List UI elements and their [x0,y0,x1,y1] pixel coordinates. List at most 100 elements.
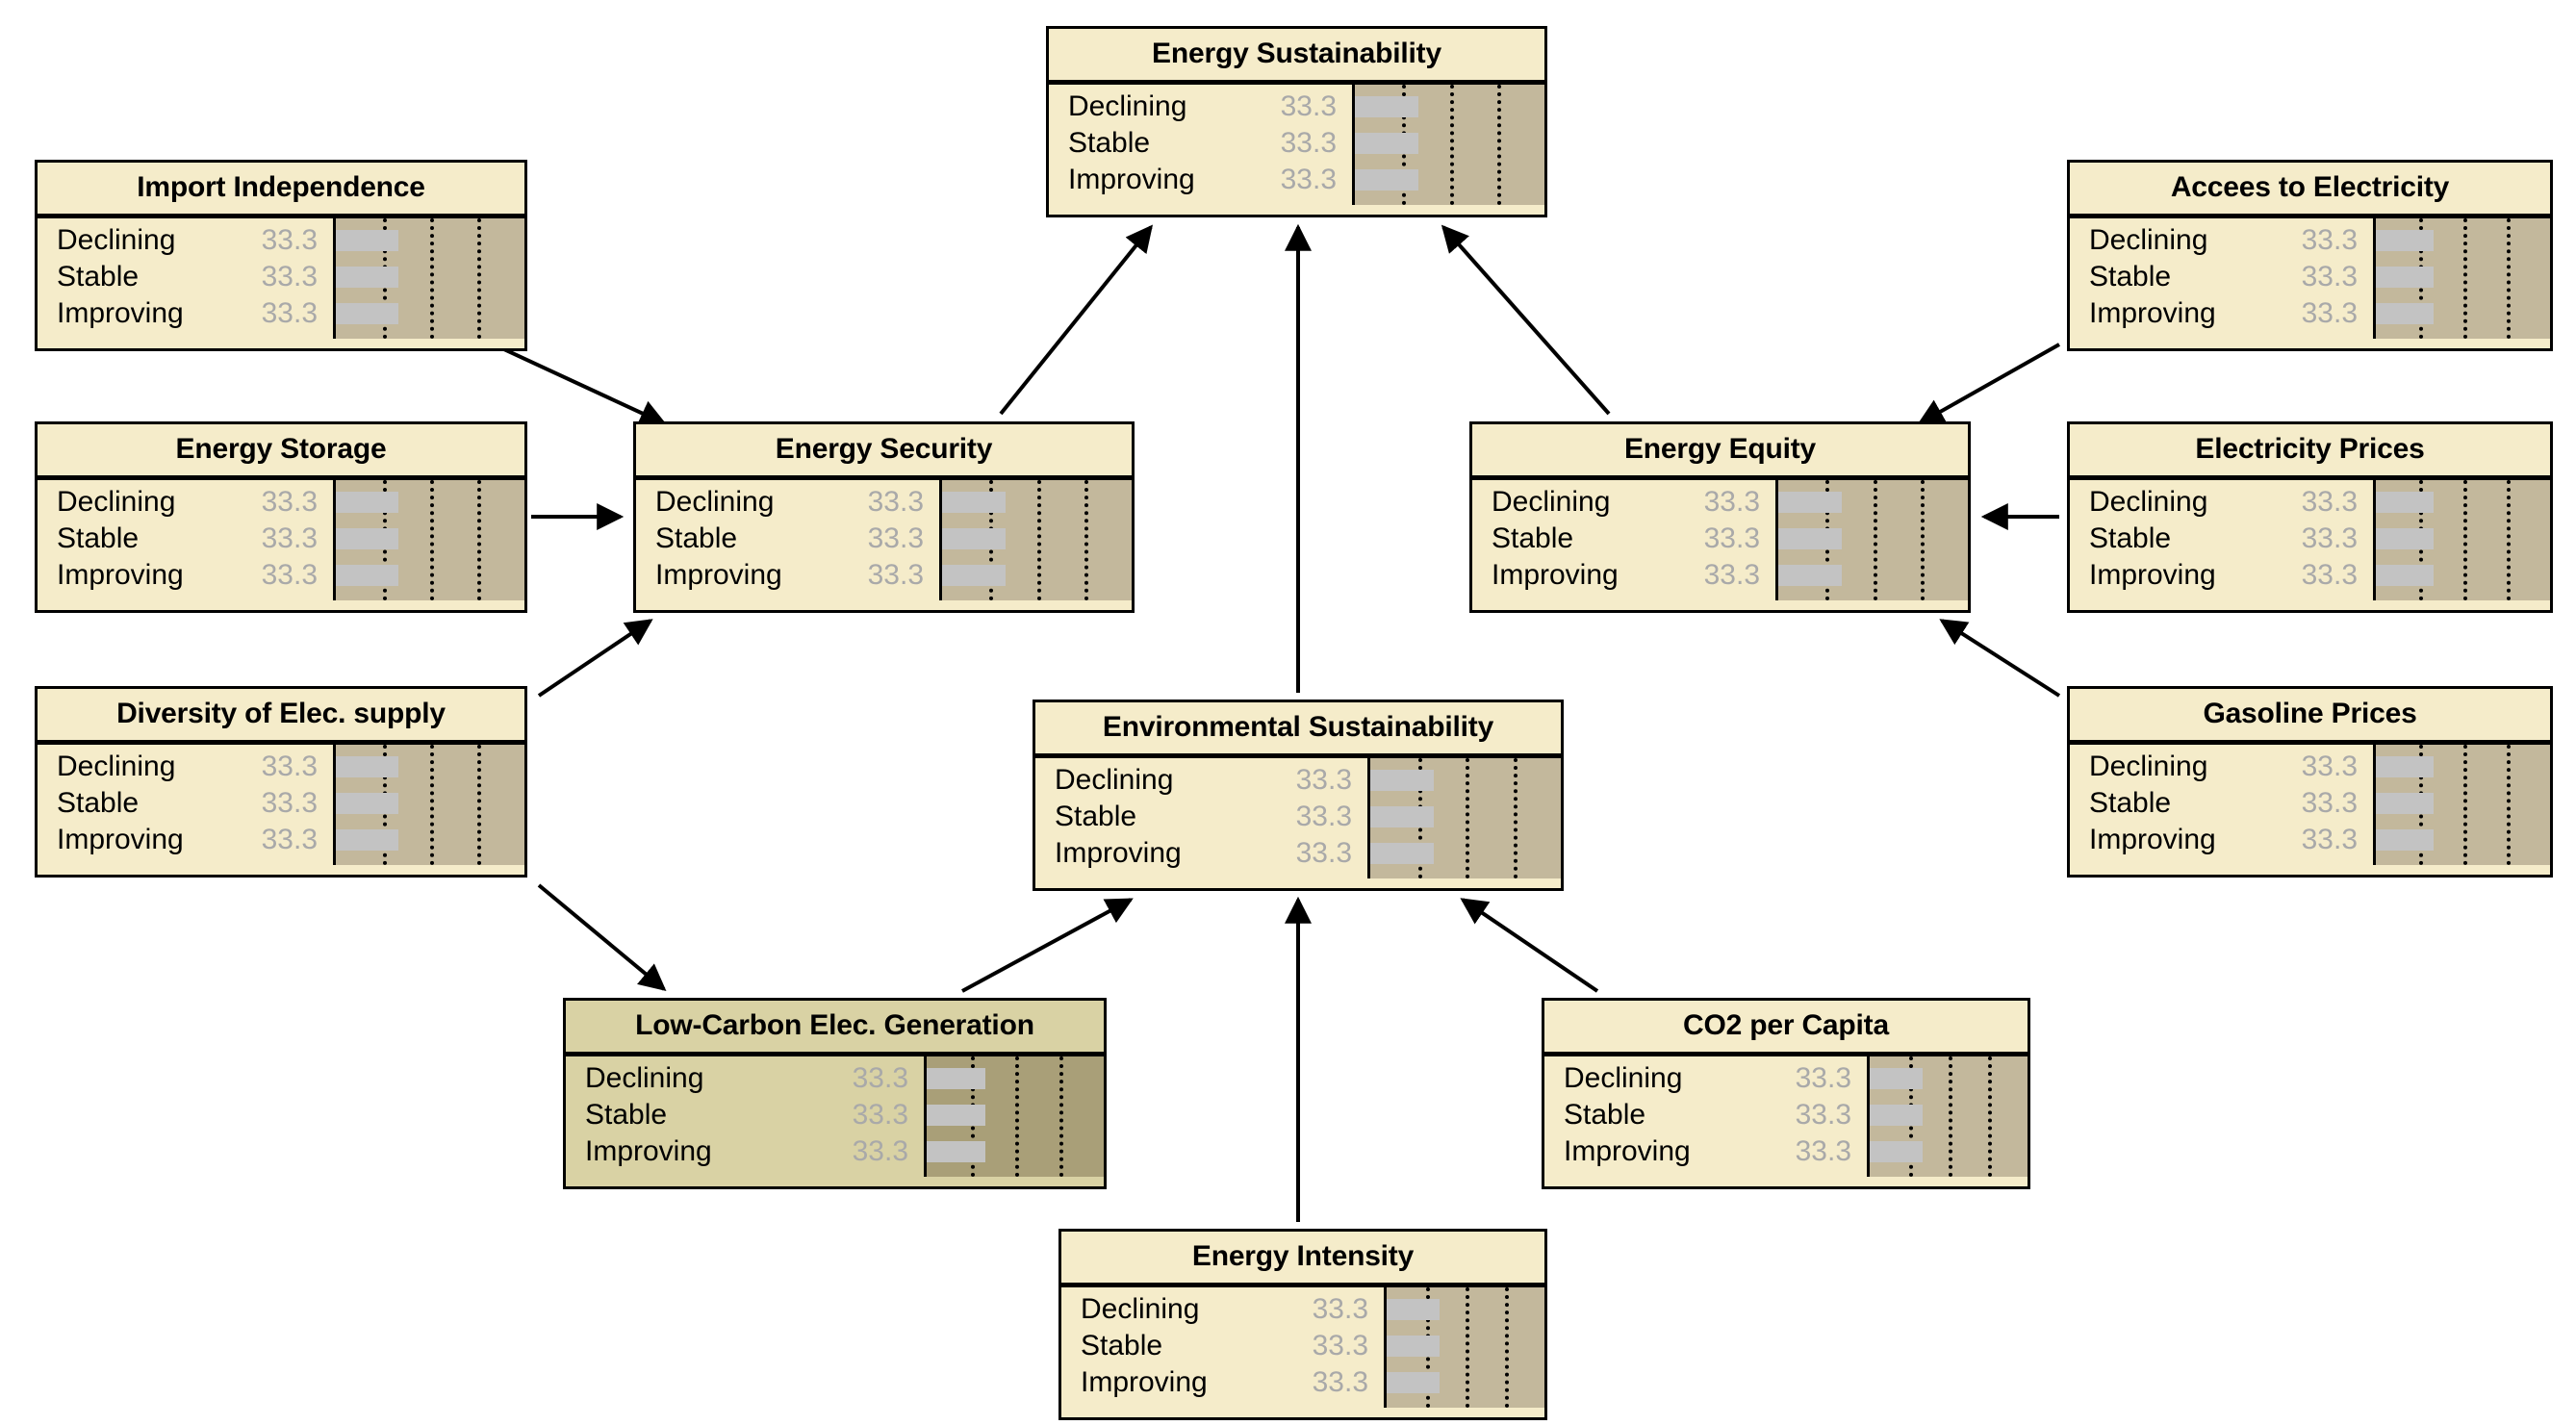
bar-row [927,1097,1104,1133]
probability-bar [2376,793,2435,814]
probability-bar [942,565,1006,586]
probability-bar-chart [1387,1287,1544,1408]
bar-row [1355,89,1544,125]
state-label: Improving [1564,1135,1691,1167]
bar-row [2376,521,2550,557]
probability-bar-chart [2376,480,2550,600]
probability-bar-chart [2376,218,2550,339]
probability-bar [1370,770,1434,791]
state-probability: 33.3 [261,751,318,782]
state-probability: 33.3 [1280,164,1337,195]
state-label: Declining [57,486,176,518]
state-row[interactable]: Stable 33.3 [1049,125,1352,162]
probability-bar [1870,1141,1923,1162]
state-label: Stable [655,522,738,554]
state-label: Improving [1081,1366,1208,1398]
bar-row [1387,1328,1544,1364]
state-label: Stable [1068,127,1151,159]
edge-low-carbon-elec-generation-to-environmental-sustainability [961,898,1134,993]
bar-row [2376,822,2550,858]
state-label: Improving [1055,837,1182,869]
state-probability: 33.3 [1295,837,1352,869]
gridline [2462,745,2467,865]
gridline [1496,85,1501,205]
bar-row [336,785,524,822]
state-probability: 33.3 [261,297,318,329]
state-row[interactable]: Improving 33.3 [1035,835,1367,872]
probability-bar [2376,267,2435,288]
probability-bar [336,492,399,513]
state-probability: 33.3 [2301,486,2358,518]
state-probability: 33.3 [261,559,318,591]
state-probability: 33.3 [2301,751,2358,782]
bar-row [336,222,524,259]
probability-bar [1387,1336,1440,1357]
bar-row [2376,785,2550,822]
state-label: Declining [655,486,775,518]
state-probability: 33.3 [1703,559,1760,591]
probability-bar [1370,806,1434,827]
state-probability: 33.3 [261,261,318,293]
gridline [2462,218,2467,339]
state-probability: 33.3 [1312,1330,1368,1361]
state-probability: 33.3 [1280,127,1337,159]
